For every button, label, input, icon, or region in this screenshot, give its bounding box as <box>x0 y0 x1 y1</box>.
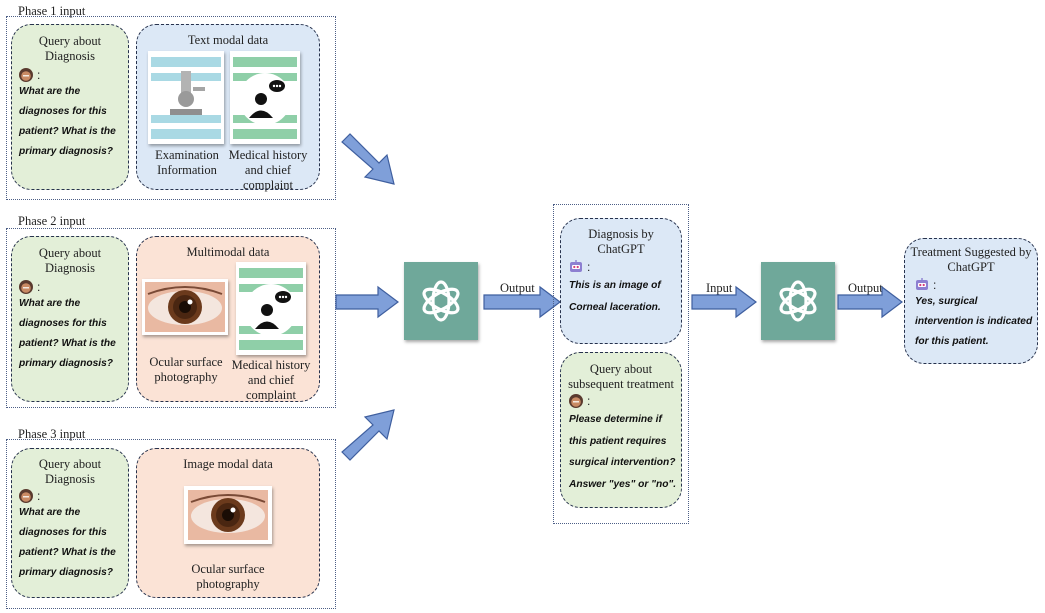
examination-card <box>148 51 224 144</box>
input-label: Input <box>706 281 733 295</box>
arrow-icon <box>691 285 757 319</box>
arrow-icon <box>335 285 399 319</box>
arrow-icon <box>341 409 395 461</box>
chatgpt-logo-icon <box>404 262 478 340</box>
data-box-title: Multimodal data <box>186 245 270 259</box>
phase3-data-box: Image modal data <box>136 448 320 598</box>
user-avatar-icon <box>19 68 33 82</box>
colon: : <box>37 68 41 82</box>
phase3-frame <box>6 439 336 609</box>
eye-photo <box>144 281 226 333</box>
chatgpt-logo-icon <box>761 262 835 340</box>
data-box-title: Text modal data <box>187 33 269 47</box>
phase1-label: Phase 1 input <box>18 4 86 18</box>
chatgpt-logo-card <box>761 262 835 340</box>
output-label: Output <box>848 281 883 295</box>
phase2-frame <box>6 228 336 408</box>
data-box-title: Image modal data <box>183 457 273 471</box>
chat-frame <box>553 204 689 524</box>
arrow-icon <box>483 285 561 319</box>
colon: : <box>37 489 41 503</box>
phase3-label: Phase 3 input <box>18 427 86 441</box>
output-label: Output <box>500 281 535 295</box>
microscope-icon <box>148 51 224 144</box>
arrow-icon <box>837 285 903 319</box>
medical-history-card <box>230 51 300 144</box>
patient-speech-icon <box>230 51 300 144</box>
robot-avatar-icon <box>916 278 928 290</box>
colon: : <box>933 278 937 292</box>
colon: : <box>37 280 41 294</box>
arrow-icon <box>341 133 395 185</box>
user-avatar-icon <box>19 489 33 503</box>
patient-speech-icon <box>236 262 306 355</box>
robot-avatar-icon <box>570 260 582 272</box>
chatgpt-logo-card <box>404 262 478 340</box>
eye-photo <box>187 489 269 541</box>
user-avatar-icon <box>19 280 33 294</box>
phase2-label: Phase 2 input <box>18 214 86 228</box>
colon: : <box>587 260 591 274</box>
user-avatar-icon <box>569 394 583 408</box>
medical-history-card <box>236 262 306 355</box>
phase1-frame <box>6 16 336 200</box>
eye-photo-card <box>142 279 228 335</box>
colon: : <box>587 394 591 408</box>
eye-photo-card <box>184 486 272 544</box>
